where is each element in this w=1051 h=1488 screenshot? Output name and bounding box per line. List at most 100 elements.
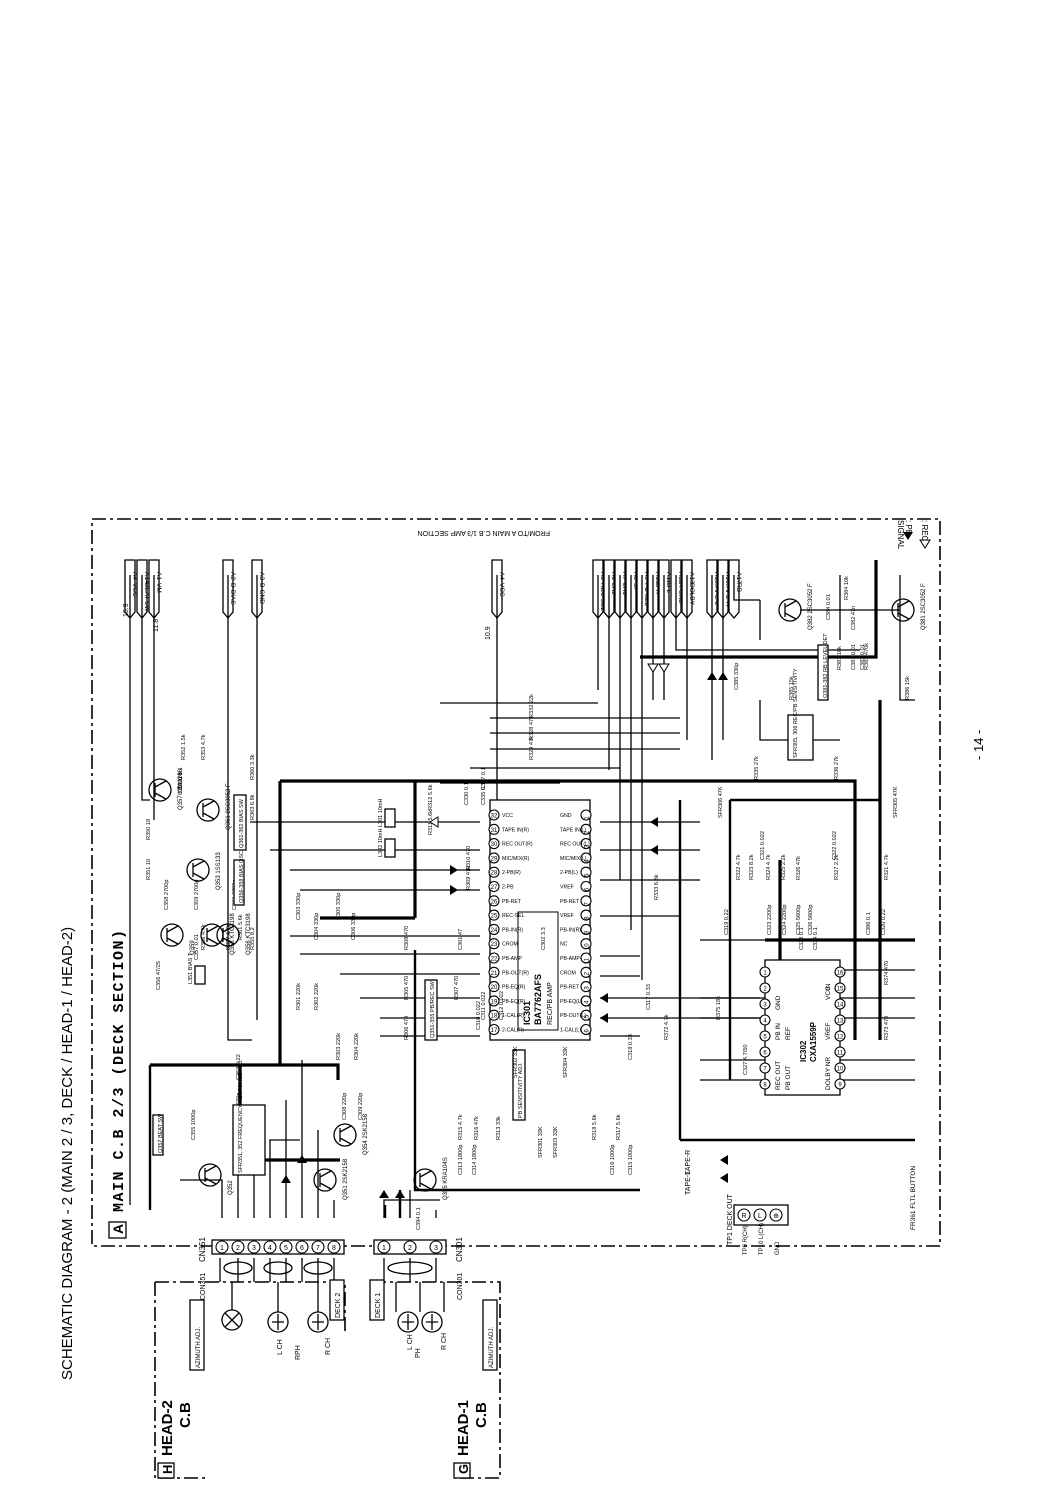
- transistor-leads: [154, 780, 167, 800]
- cn351-pin-number: 1: [220, 1245, 224, 1252]
- ic302-pin: [759, 966, 771, 978]
- ic302-pin-number: 11: [837, 1051, 844, 1057]
- ic301-pin-name: PB-EQ(R): [502, 999, 526, 1005]
- tp-pin-label: R: [741, 1213, 746, 1220]
- head1-lch-label: L CH: [407, 1334, 414, 1350]
- main-board-name: MAIN C.B 2/3 (DECK SECTION): [111, 928, 128, 1212]
- deck1-label: DECK 1: [375, 1293, 382, 1318]
- ic302-pin-number: 5: [763, 1035, 767, 1041]
- ic301-part: BA7762AFS: [533, 974, 543, 1025]
- ic301-pin-number: 31: [491, 828, 498, 834]
- ic302-pin-number: 12: [837, 1035, 844, 1041]
- main-board-frame: [91, 518, 941, 1247]
- connector-pin-label: A11: [665, 572, 672, 583]
- voltage-label: 11.8: [153, 619, 160, 632]
- ic301-pin-name: PB-AMP: [502, 956, 522, 962]
- transistor-leads: [339, 1125, 352, 1145]
- component-label: C381 0.01: [851, 644, 857, 670]
- cn301-pin-number: 2: [408, 1245, 412, 1252]
- ic301-pin-name: MIC/MIX(L): [560, 856, 587, 862]
- ic301-pin-number: 9: [585, 930, 591, 934]
- connector-pin-label: A7: [621, 572, 628, 580]
- component-label: C321 0.022: [760, 831, 766, 860]
- ic301-pin-number: 8: [585, 916, 591, 920]
- transistor-leads: [319, 1170, 332, 1190]
- adjustment-frame: [512, 1049, 526, 1121]
- page-number: - 14 -: [971, 730, 986, 760]
- ic302-pin: [759, 1046, 771, 1058]
- pb-arrow: [297, 1155, 307, 1163]
- transistor-label: Q351 2SK2158: [343, 1158, 349, 1200]
- adjustment-text: SFR351, 352 FREQUENCY RESPONSE ADJ.: [238, 1059, 244, 1173]
- adjustment-frame: [232, 1104, 266, 1176]
- ic301-pin-number: 24: [491, 928, 498, 934]
- connector-name-label: VCC: [498, 583, 505, 597]
- pb-arrow: [600, 1013, 608, 1023]
- ic301-pin-name: CROM: [502, 942, 518, 948]
- ic301-pin: [488, 966, 500, 978]
- ic302-label: PB IN: [775, 1023, 782, 1040]
- coil-body: [194, 965, 206, 985]
- component-label: R336 27k: [834, 756, 840, 780]
- component-label: R327 2.2k: [834, 854, 840, 880]
- component-label: C355 1000p: [191, 1110, 197, 1140]
- ic301-pin-name: CROM: [560, 970, 576, 976]
- ic301-pin-number: 29: [491, 856, 498, 862]
- component-label: R350 18: [146, 819, 152, 840]
- tp-pin: [769, 1208, 783, 1222]
- component-label: C326 5600p: [808, 905, 814, 935]
- transistor-body: [216, 923, 240, 947]
- component-label: C358 2700p: [164, 880, 170, 910]
- adjustment-label: Q357 BEAT SW: [152, 1113, 164, 1156]
- adjustment-text: SFR306 47K: [718, 786, 724, 818]
- component-label: C370 0.1: [178, 767, 184, 790]
- adjustment-frame: [152, 1114, 164, 1156]
- ic301-pin-number: 32: [491, 814, 498, 820]
- tape-l-label: TAPE-L: [685, 1171, 692, 1195]
- adjustment-text: SFR305 47K: [893, 786, 899, 818]
- adjustment-text: SFR304 33K: [563, 1046, 569, 1078]
- ic302-part: CXA1559P: [809, 1021, 818, 1062]
- coil-symbol: L301 10mH: [378, 799, 396, 828]
- component-label: R307 470: [454, 976, 460, 1000]
- component-label: C335 0.1: [481, 782, 487, 805]
- transistor-label: Q361 2SC3052 F: [226, 783, 232, 830]
- component-label: R357 4.7k: [226, 924, 232, 950]
- component-label: C318 0.33: [628, 1034, 634, 1060]
- head2-letter: H: [160, 1465, 175, 1474]
- ic301-pin-name: REC-SEL: [502, 913, 525, 919]
- pb-arrow: [650, 817, 658, 827]
- transistor-body: [333, 1123, 357, 1147]
- pb-arrow: [707, 672, 717, 680]
- tp-pin: [737, 1208, 751, 1222]
- ic302-label: REC OUT: [775, 1061, 782, 1090]
- ic301-pin-number: 12: [585, 971, 591, 978]
- cn351-pin: [231, 1240, 245, 1254]
- signal-legend: SIGNAL : PB : REC: [896, 520, 931, 550]
- ic302-label: VREF: [825, 1023, 832, 1040]
- transistor-body: [891, 598, 915, 622]
- ic301-pin-name: 2-CAL(R): [502, 1028, 524, 1034]
- pb-arrow: [718, 672, 728, 680]
- component-label: C317 0.33: [646, 984, 652, 1010]
- ic302: IC302 CXA1559P REC OUT PB OUT REF VCC GN…: [759, 959, 846, 1096]
- ic302-pin: [759, 1062, 771, 1074]
- voltage-label: 10.9: [123, 603, 130, 617]
- transistor-symbol: Q357 KTA1266: [148, 768, 184, 810]
- connector-pin-label: A10: [654, 572, 661, 584]
- voltage-label: 10.9: [485, 626, 492, 640]
- component-label: R310 470: [466, 846, 472, 870]
- adjustment-label: Q361-362 BIAS SW: [233, 794, 247, 851]
- component-label: R323 8.2k: [749, 854, 755, 880]
- component-label: R318 5.6k: [592, 1114, 598, 1140]
- ic301-pin: [580, 938, 592, 950]
- signal-legend-title: SIGNAL: [896, 520, 905, 550]
- component-label: C352 0.1: [178, 772, 184, 795]
- transistor-body: [413, 1168, 437, 1192]
- component-label: C312 0.022: [499, 991, 505, 1020]
- component-label: C359 2700p: [194, 880, 200, 910]
- ic302-pin: [834, 998, 846, 1010]
